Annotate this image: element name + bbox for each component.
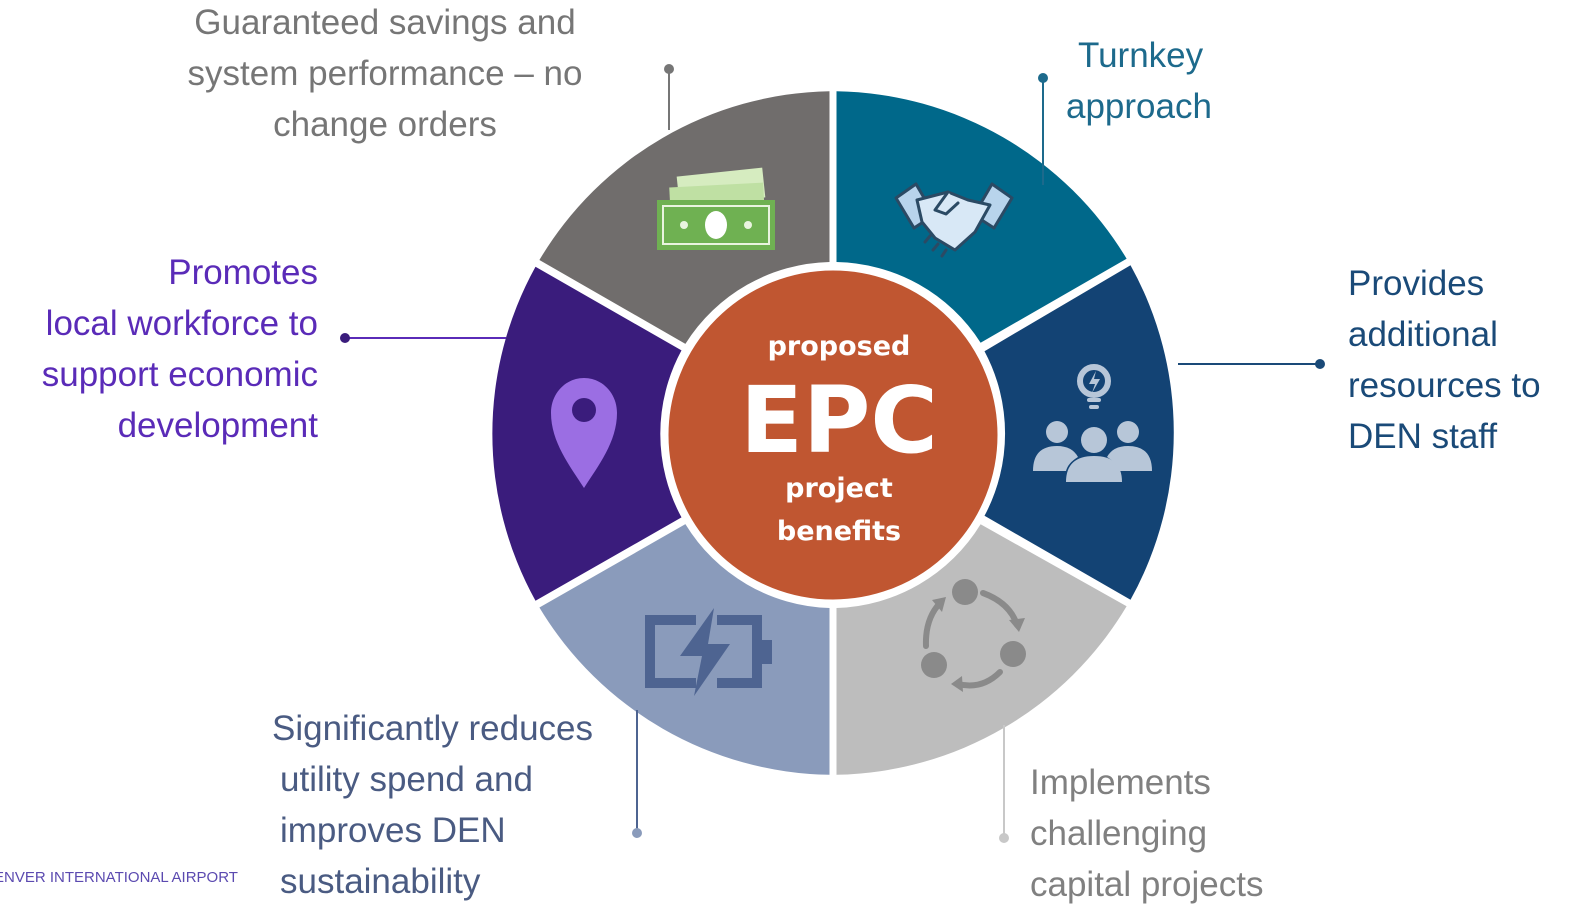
label-line: utility spend and (280, 760, 533, 799)
label-line: approach (1066, 87, 1212, 126)
label-line: Implements (1030, 763, 1211, 802)
battery-icon (645, 608, 772, 696)
hub-line-epc: EPC (740, 367, 938, 474)
label-line: development (117, 406, 318, 445)
hub-line-proposed: proposed (768, 331, 911, 362)
team-idea-icon (1033, 364, 1152, 482)
label-capital-projects: Implements challenging capital projects (1030, 757, 1263, 910)
label-line: Promotes (168, 253, 318, 292)
label-line: support economic (41, 355, 318, 394)
segment-utility-spend (539, 524, 830, 775)
handshake-icon (894, 182, 1014, 258)
label-guaranteed-savings: Guaranteed savings and system performanc… (150, 0, 620, 150)
label-line: challenging (1030, 814, 1208, 853)
label-line: Turnkey (1078, 36, 1204, 75)
label-line: Guaranteed savings and (194, 3, 576, 42)
cycle-icon (921, 579, 1026, 692)
hub-line-project: project (785, 473, 893, 504)
connectors (340, 64, 1325, 843)
label-line: sustainability (280, 862, 481, 901)
label-line: Significantly reduces (272, 709, 593, 748)
hub-line-benefits: benefits (777, 516, 901, 547)
footer-text: ENVER INTERNATIONAL AIRPORT (0, 869, 238, 886)
money-icon (657, 167, 775, 250)
center-hub: proposed EPC project benefits (661, 263, 1005, 607)
label-line: system performance – no (187, 54, 583, 93)
label-line: DEN staff (1348, 417, 1498, 456)
label-line: resources to (1348, 366, 1541, 405)
label-line: additional (1348, 315, 1498, 354)
segment-capital-projects (836, 524, 1127, 775)
location-pin-icon (551, 378, 617, 488)
label-turnkey: Turnkey approach (1066, 30, 1212, 132)
label-line: local workforce to (45, 304, 318, 343)
label-local-workforce: Promotes local workforce to support econ… (0, 247, 318, 451)
label-line: improves DEN (280, 811, 506, 850)
label-line: Provides (1348, 264, 1485, 303)
segment-additional-resources (984, 265, 1174, 600)
label-additional-resources: Provides additional resources to DEN sta… (1348, 258, 1541, 462)
label-line: capital projects (1030, 865, 1264, 904)
label-utility-spend: Significantly reduces utility spend and … (272, 703, 593, 907)
label-line: change orders (273, 105, 497, 144)
